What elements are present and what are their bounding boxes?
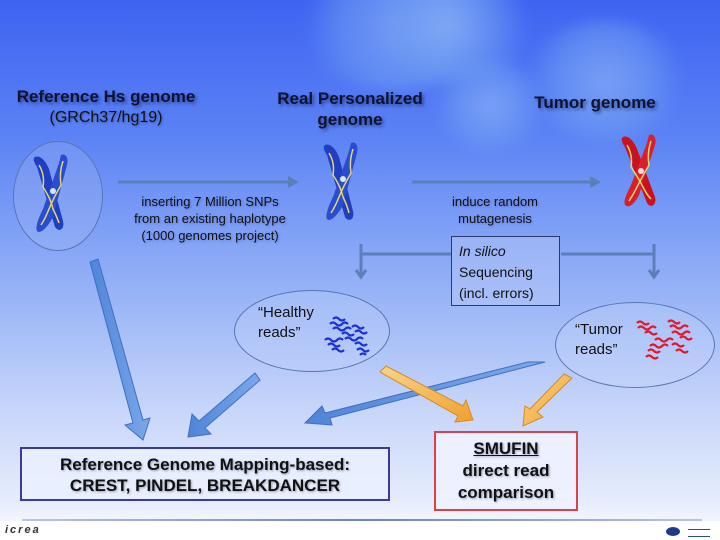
personalized-genome-line1: Real Personalized [277,89,423,108]
smufin-line3: comparison [457,483,555,502]
personalized-genome-title: Real Personalized genome [255,88,445,130]
sequencing-box-line3: (incl. errors) [459,285,534,301]
reference-to-mapping-arrow [89,258,151,441]
icrea-logo-text: icrea [5,524,41,536]
background-chromosome-image-part [430,60,550,150]
tumor-reads-label: “Tumor reads” [575,320,623,360]
healthy-reads-to-mapping-arrow [187,372,261,438]
snp-label-line: from an existing haplotype [134,211,286,226]
tumor-reads-to-smufin-arrow [522,373,573,427]
healthy-reads-label: “Healthy reads” [258,303,314,343]
in-silico-sequencing-box: In silico Sequencing (incl. errors) [451,236,560,306]
healthy-reads-line1: “Healthy [258,304,314,321]
healthy-reads-to-smufin-arrow [379,365,474,423]
icrea-logo: icrea [5,524,41,536]
smufin-method-box: SMUFIN direct read comparison [434,431,578,511]
background-chromosome-image-part [520,20,690,140]
reference-mapping-title: Reference Genome Mapping-based: [59,455,350,474]
mutagenesis-label-line: mutagenesis [458,211,532,226]
snp-label-line: inserting 7 Million SNPs [141,194,279,209]
snp-insertion-label: inserting 7 Million SNPs from an existin… [110,193,310,244]
reference-mapping-tools: CREST, PINDEL, BREAKDANCER [69,476,341,495]
reference-chromosome-icon [33,154,68,232]
tumor-genome-title: Tumor genome [534,93,656,112]
mutagenesis-arrow [412,176,601,188]
tumor-reads-line2: reads” [575,341,618,358]
personalized-genome-line2: genome [317,110,383,129]
sequencing-bracket [354,244,661,280]
footer-divider [22,519,702,521]
mutagenesis-label-line: induce random [452,194,538,209]
healthy-reads-ellipse [234,290,390,372]
snp-arrow [118,176,299,188]
footer [0,521,720,540]
mutagenesis-label: induce random mutagenesis [430,193,560,227]
reference-genome-title: Reference Hs genome (GRCh37/hg19) [0,86,212,128]
tumor-reads-to-mapping-arrow [303,361,546,426]
personalized-chromosome-icon [323,142,358,220]
reference-mapping-methods-box: Reference Genome Mapping-based: CREST, P… [20,447,390,501]
sequencing-box-line1: In silico [459,243,506,259]
healthy-reads-line2: reads” [258,324,301,341]
sequencing-box-line2: Sequencing [459,264,533,280]
reference-genome-name: Reference Hs genome [16,87,196,106]
healthy-reads-icon [324,316,370,356]
institution-logo-icon [666,527,680,536]
institution-logo-lines-icon [688,529,710,537]
smufin-line2: direct read [462,461,550,480]
tumor-reads-line1: “Tumor [575,321,623,338]
tumor-reads-icon [636,319,693,360]
snp-label-line: (1000 genomes project) [141,228,279,243]
smufin-title: SMUFIN [473,439,539,458]
tumor-chromosome-icon [621,134,656,207]
tumor-reads-ellipse [555,302,715,388]
reference-genome-version: (GRCh37/hg19) [49,109,163,126]
